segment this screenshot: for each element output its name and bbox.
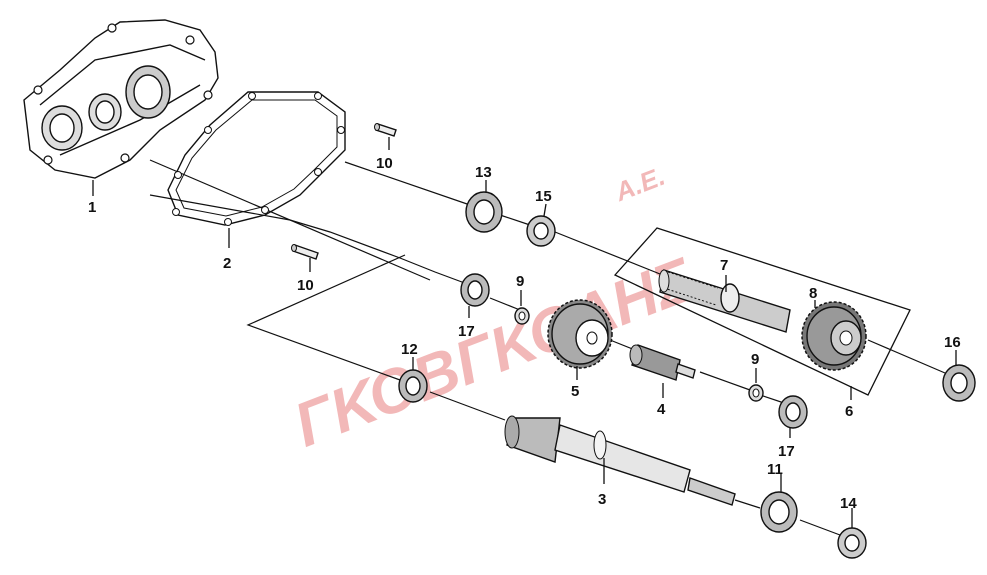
callout-17-lower: 17 <box>778 443 795 460</box>
callout-17-upper: 17 <box>458 323 475 340</box>
leader-lines <box>92 137 957 528</box>
bearing-15 <box>526 215 556 247</box>
oil-seal-14 <box>837 527 867 559</box>
gear-5 <box>547 299 613 369</box>
callout-5: 5 <box>571 383 579 400</box>
callout-9-lower: 9 <box>751 351 759 368</box>
gasket <box>167 91 346 226</box>
callout-9-upper: 9 <box>516 273 524 290</box>
watermark-suffix: Α.Ε. <box>610 161 669 207</box>
callout-12: 12 <box>401 341 418 358</box>
pinion-4 <box>629 344 696 381</box>
bearing-17-lower <box>778 395 808 429</box>
callout-2: 2 <box>223 255 231 272</box>
callout-3: 3 <box>598 491 606 508</box>
gear-8 <box>801 301 867 371</box>
callout-1: 1 <box>88 199 96 216</box>
callout-13: 13 <box>475 164 492 181</box>
callout-15: 15 <box>535 188 552 205</box>
callout-10-upper: 10 <box>376 155 393 172</box>
callout-6: 6 <box>845 403 853 420</box>
callout-11: 11 <box>767 461 783 478</box>
callout-10-lower: 10 <box>297 277 314 294</box>
callout-7: 7 <box>720 257 728 274</box>
transmission-case <box>23 19 219 179</box>
countershaft-assembly-frame <box>613 227 911 396</box>
washer-9-upper <box>514 307 530 325</box>
bearing-17-upper <box>460 273 490 307</box>
callout-14: 14 <box>840 495 857 512</box>
washer-9-lower <box>748 384 764 402</box>
dowel-pin-upper <box>374 123 397 137</box>
callout-16: 16 <box>944 334 961 351</box>
part-callouts: 1 2 3 4 5 6 7 8 9 9 10 10 11 12 13 14 15… <box>88 155 961 512</box>
callout-8: 8 <box>809 285 817 302</box>
bearing-13 <box>465 191 503 233</box>
bearing-12 <box>398 369 428 403</box>
final-drive-shaft-3 <box>504 415 736 506</box>
callout-4: 4 <box>657 401 666 418</box>
dowel-pin-lower <box>291 244 319 260</box>
bearing-16 <box>942 364 976 402</box>
bearing-11 <box>760 491 798 533</box>
